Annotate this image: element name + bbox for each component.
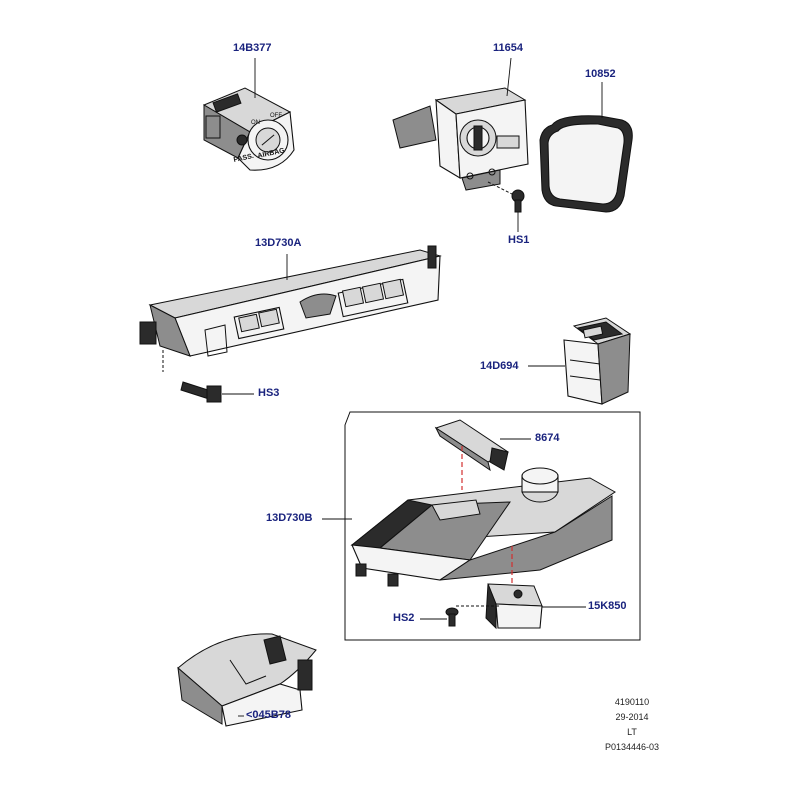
part-11654-headlamp-switch[interactable] bbox=[392, 87, 529, 191]
callout-13D730B[interactable]: 13D730B bbox=[266, 512, 313, 524]
part-13D730A-switch-panel[interactable] bbox=[139, 245, 442, 357]
callout-14B377[interactable]: 14B377 bbox=[233, 42, 272, 54]
callout-8674[interactable]: 8674 bbox=[535, 432, 560, 444]
callout-HS1[interactable]: HS1 bbox=[508, 234, 530, 246]
callout-045B78[interactable]: <045B78 bbox=[246, 709, 291, 721]
airbag-pass-mark: PASS. bbox=[233, 153, 255, 164]
part-15K850-switch[interactable] bbox=[485, 583, 543, 630]
part-HS3-bolt[interactable] bbox=[162, 350, 222, 403]
part-13D730B-console[interactable] bbox=[350, 467, 616, 587]
callout-HS3[interactable]: HS3 bbox=[258, 387, 280, 399]
part-8674-cover[interactable] bbox=[434, 419, 509, 472]
airbag-on-mark: ON bbox=[251, 120, 260, 126]
stamp-line-3: LT bbox=[627, 727, 637, 737]
callout-10852[interactable]: 10852 bbox=[585, 68, 616, 80]
stamp-line-4: P0134446-03 bbox=[604, 742, 660, 752]
stamp-line-1: 4190110 bbox=[614, 697, 650, 707]
leader-11654 bbox=[506, 57, 512, 97]
callout-13D730A[interactable]: 13D730A bbox=[255, 237, 302, 249]
callout-11654[interactable]: 11654 bbox=[493, 42, 523, 54]
part-14D694-switch[interactable] bbox=[563, 317, 632, 405]
part-HS2-screw[interactable] bbox=[445, 605, 500, 627]
assembly-frame bbox=[344, 411, 641, 641]
callout-14D694[interactable]: 14D694 bbox=[480, 360, 519, 372]
part-10852-bezel[interactable] bbox=[539, 115, 633, 213]
callout-HS2[interactable]: HS2 bbox=[393, 612, 415, 624]
part-14B377-airbag-switch[interactable]: ON OFF PASS. AIRBAG bbox=[202, 87, 295, 171]
stamp-line-2: 29-2014 bbox=[615, 712, 649, 722]
callout-15K850[interactable]: 15K850 bbox=[588, 600, 627, 612]
part-HS1-screw[interactable] bbox=[487, 181, 525, 213]
part-045B78-bracket[interactable] bbox=[177, 633, 317, 727]
airbag-off-mark: OFF bbox=[270, 113, 282, 119]
